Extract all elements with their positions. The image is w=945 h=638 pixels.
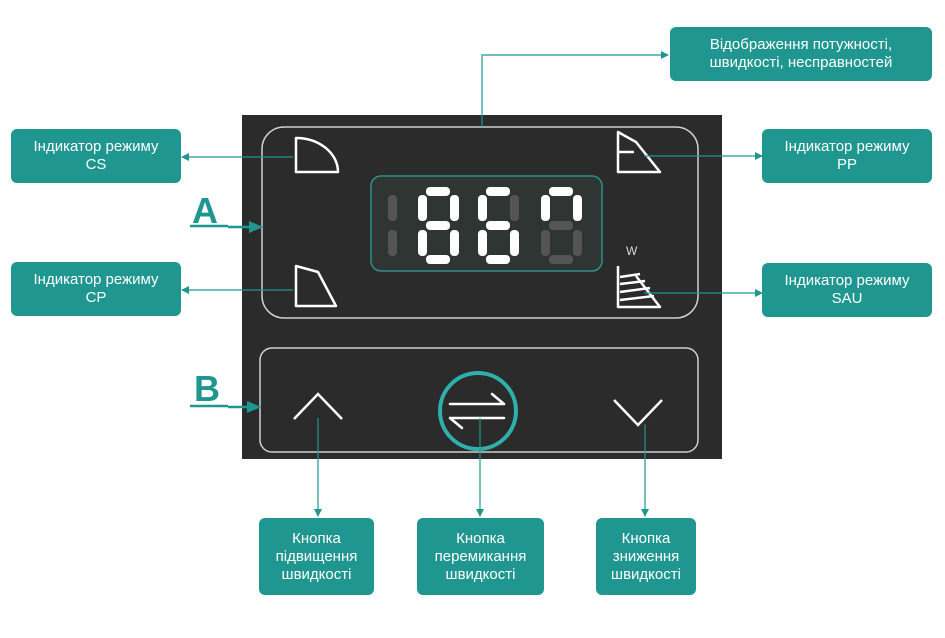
pp-mode-icon [616,130,662,174]
down-button-callout: Кнопка зниження швидкості [596,518,696,595]
digit-segment [478,195,487,221]
digit-segment [486,187,510,196]
digit-group [388,187,582,264]
digit-segment [510,195,519,221]
digit-segment [549,255,573,264]
speed-up-button[interactable] [293,392,343,420]
digit-segment [486,255,510,264]
digit-segment [450,195,459,221]
up-button-callout: Кнопка підвищення швидкості [259,518,374,595]
cs-indicator-callout: Індикатор режиму CS [11,129,181,183]
digit-segment [388,195,397,221]
display-callout: Відображення потужності, швидкості, несп… [670,27,932,81]
display-leader-line [481,51,669,127]
digit-segment [549,221,573,230]
chevron-down-icon [613,399,663,427]
digit-segment [450,230,459,256]
digit-segment [426,187,450,196]
digit-segment [426,221,450,230]
switch-button-callout: Кнопка перемикання швидкості [417,518,544,595]
button-section-frame [259,347,699,453]
cs-mode-icon [294,136,340,174]
digit-segment [426,255,450,264]
digit-segment [486,221,510,230]
digit-segment [573,230,582,256]
digit-segment [510,230,519,256]
switch-ring-icon [438,371,518,451]
cp-indicator-callout: Індикатор режиму CP [11,262,181,316]
digit-segment [549,187,573,196]
swap-arrows-icon [448,392,506,430]
chevron-up-icon [293,392,343,420]
digit-segment [478,230,487,256]
digit-segment [418,230,427,256]
section-a-letter: A [192,190,218,231]
digit-segment [541,230,550,256]
digit-segment [388,230,397,256]
unit-w-label: W [626,244,638,258]
sau-mode-icon [616,266,662,309]
pp-indicator-callout: Індикатор режиму PP [762,129,932,183]
digit-segment [573,195,582,221]
digit-segment [418,195,427,221]
sau-indicator-callout: Індикатор режиму SAU [762,263,932,317]
digit-segment [541,195,550,221]
cp-mode-icon [294,264,338,308]
section-b-letter: B [194,368,220,409]
speed-switch-button[interactable] [438,371,518,451]
speed-down-button[interactable] [613,399,663,427]
